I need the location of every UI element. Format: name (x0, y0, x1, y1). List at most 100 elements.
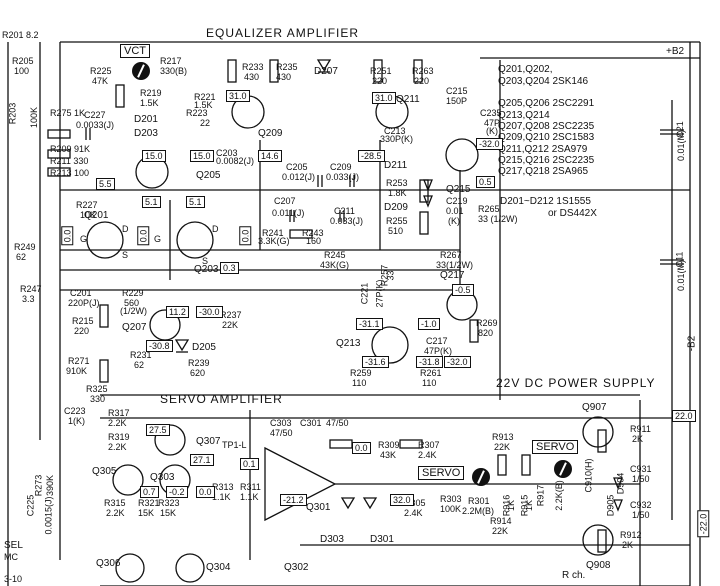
voltage-box: -31.8 (416, 356, 443, 368)
part-value: 0.01(M) (676, 259, 687, 292)
part-ref: R912 (620, 530, 642, 540)
part-value: 1(K) (68, 416, 86, 426)
legend-line: Q201,Q202, (498, 64, 553, 75)
part-ref: R263 (412, 66, 434, 76)
part-ref: R303 (440, 494, 462, 504)
part-value: 510 (388, 226, 404, 236)
part-ref: R243 (302, 228, 324, 238)
part-ref: C205 (286, 162, 308, 172)
legend-line: Q209,Q210 2SC1583 (498, 132, 595, 143)
part-ref: R245 (324, 250, 346, 260)
transistor-label: Q305 (92, 466, 117, 477)
voltage-box: 0.0 (352, 442, 371, 454)
part-ref: R301 (468, 496, 490, 506)
servo-amplifier-title: SERVO AMPLIFIER (160, 392, 283, 406)
part-value: 150P (446, 96, 468, 106)
diode-label: D303 (320, 534, 344, 545)
part-ref: C215 (446, 86, 468, 96)
part-ref: C227 (84, 110, 106, 120)
part-value: 1K (506, 499, 517, 512)
voltage-box: 5.5 (96, 178, 115, 190)
transistor-label: Q207 (122, 322, 147, 333)
part-value: 220P(J) (68, 298, 100, 308)
part-ref: R229 (122, 288, 144, 298)
voltage-box: 27.5 (146, 424, 170, 436)
rail-b2: +B2 (666, 46, 685, 57)
voltage-box: -30.8 (146, 340, 173, 352)
part-ref: C225 (25, 494, 36, 517)
transistor-label: Q303 (150, 472, 175, 483)
part-ref: R225 (90, 66, 112, 76)
transistor-label: Q306 (96, 558, 121, 569)
part-value: 390K (45, 474, 56, 497)
part-ref: C207 (274, 196, 296, 206)
part-value: 1/50 (632, 510, 650, 520)
voltage-box: -1.0 (418, 318, 440, 330)
left-label: MC (4, 552, 18, 562)
voltage-box: 31.0 (226, 90, 250, 102)
part-value: 0.0033(J) (76, 120, 115, 130)
left-label: 100 (14, 66, 30, 76)
voltage-box: 15.0 (190, 150, 214, 162)
left-label: 62 (16, 252, 27, 262)
part-value: 22K (222, 320, 239, 330)
part-value: 910K (66, 366, 88, 376)
part-ref: R255 (386, 216, 408, 226)
part-ref: R309 (378, 440, 400, 450)
part-ref: R305 (404, 498, 426, 508)
part-value: 820 (478, 328, 494, 338)
legend-line: Q215,Q216 2SC2235 (498, 155, 595, 166)
part-value: 110 (422, 378, 437, 388)
legend-line: Q217,Q218 2SA965 (498, 166, 589, 177)
part-value: 220 (372, 76, 388, 86)
part-value: 47K (92, 76, 109, 86)
voltage-box: -21.2 (280, 494, 307, 506)
part-ref: R219 (140, 88, 162, 98)
voltage-box: -31.1 (356, 318, 383, 330)
part-ref: R315 (104, 498, 126, 508)
left-label: R213 100 (50, 168, 90, 178)
legend-line: Q207,Q208 2SC2235 (498, 121, 595, 132)
part-ref: R217 (160, 56, 182, 66)
part-value: 43K (380, 450, 397, 460)
voltage-box: 0.0 (137, 226, 150, 246)
pin-label: D (122, 224, 129, 234)
part-value: 47/50 (326, 418, 349, 428)
part-value: 2.4K (404, 508, 423, 518)
part-ref: R321 (138, 498, 160, 508)
transistor-label: Q217 (440, 270, 465, 281)
part-ref: R269 (476, 318, 498, 328)
part-ref: R323 (158, 498, 180, 508)
voltage-box: -31.6 (362, 356, 389, 368)
part-ref: C223 (64, 406, 86, 416)
voltage-box: 27.1 (190, 454, 214, 466)
left-label: R201 8.2 (2, 30, 39, 40)
equalizer-amplifier-title: EQUALIZER AMPLIFIER (206, 26, 360, 40)
part-value: 0.0082(J) (216, 156, 255, 166)
diode-label: D209 (384, 202, 408, 213)
part-ref: R241 (262, 228, 284, 238)
part-ref: R273 (33, 474, 44, 497)
part-ref: C217 (426, 336, 448, 346)
transistor-label: Q209 (258, 128, 283, 139)
testpoint-label: TP1-L (222, 440, 247, 450)
legend-line: Q211,Q212 2SA979 (498, 144, 588, 155)
legend-line: Q205,Q206 2SC2291 (498, 98, 595, 109)
part-value: 22K (494, 442, 511, 452)
transistor-label: Q205 (196, 170, 221, 181)
legend-line: Q203,Q204 2SK146 (498, 76, 589, 87)
part-value: 43K(G) (320, 260, 350, 270)
transistor-label: Q203 (194, 264, 219, 275)
voltage-box: 0.7 (140, 486, 159, 498)
rail-b-neg: -B2 (686, 335, 698, 352)
part-ref: C203 (216, 148, 238, 158)
part-ref: C211 (334, 206, 355, 216)
voltage-box: 0.3 (220, 262, 239, 274)
transistor-label: Q215 (446, 184, 471, 195)
part-ref: R251 (370, 66, 392, 76)
part-ref: R917 (535, 484, 546, 507)
voltage-box: 31.0 (372, 92, 396, 104)
transistor-label: Q908 (586, 560, 611, 571)
voltage-box: -32.0 (444, 356, 471, 368)
pin-label: D (212, 224, 219, 234)
